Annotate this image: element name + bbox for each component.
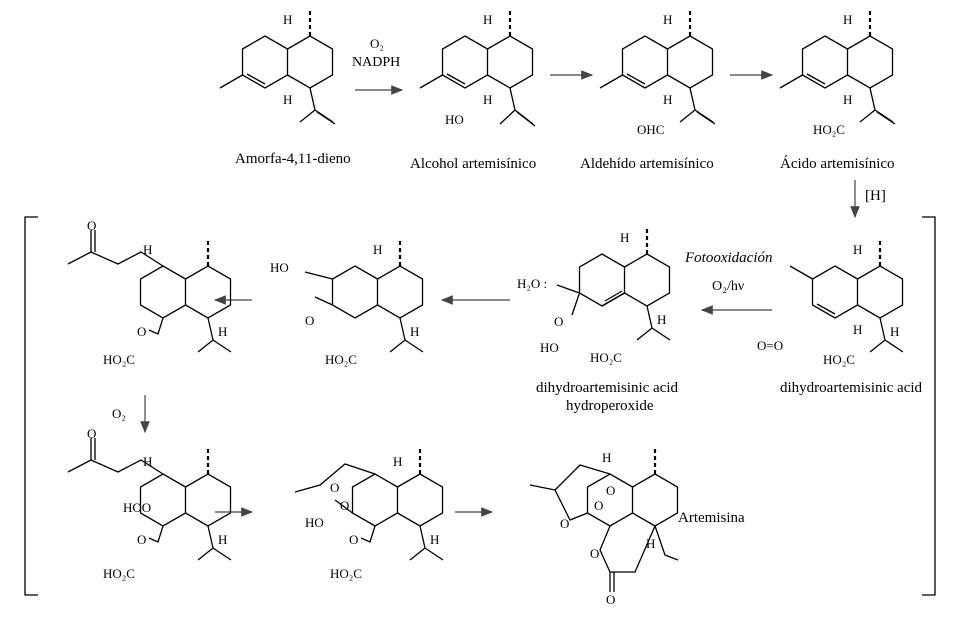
h-label: H bbox=[283, 92, 292, 107]
singlet-oxygen-label: O=O bbox=[757, 338, 783, 353]
h-label: H bbox=[646, 536, 655, 551]
reagent-o2-light: O₂/hν bbox=[712, 279, 744, 294]
ketone-oxygen-label: O bbox=[87, 426, 96, 441]
left-bracket bbox=[24, 216, 38, 596]
amorfadiene-structure: H H bbox=[219, 8, 336, 125]
h-label: H bbox=[430, 532, 439, 547]
compound-name-artemisinic-aldehyde: Aldehído artemisínico bbox=[580, 156, 714, 172]
peroxide-oxygen-label: O bbox=[330, 480, 339, 495]
h-label: H bbox=[393, 454, 402, 469]
artemisinic-acid-structure: H H HO₂C bbox=[779, 8, 896, 137]
enol-ether-intermediate-structure: H H HO O HO₂C bbox=[270, 238, 424, 367]
compound-name-artemisinic-acid: Ácido artemisínico bbox=[780, 155, 895, 172]
reagent-reduction: [H] bbox=[865, 188, 886, 204]
aldehyde-oxygen-label: O bbox=[349, 532, 358, 547]
h-label: H bbox=[843, 92, 852, 107]
h-label: H bbox=[143, 242, 152, 257]
h-label: H bbox=[620, 230, 629, 245]
h-label: H bbox=[283, 12, 292, 27]
ether-oxygen-label: O bbox=[560, 516, 569, 531]
keto-aldehyde-acid-structure: O O H H HO₂C bbox=[67, 218, 232, 367]
acid-label: HO₂C bbox=[103, 566, 135, 581]
acid-label: HO₂C bbox=[103, 352, 135, 367]
peroxide-oxygen-label: O bbox=[594, 498, 603, 513]
h-label: H bbox=[483, 12, 492, 27]
compound-name-amorfadiene: Amorfa-4,11-dieno bbox=[235, 151, 351, 167]
acid-label: HO₂C bbox=[813, 122, 845, 137]
hydroxyl-label: HO bbox=[270, 260, 289, 275]
compound-name-artemisinic-alcohol: Alcohol artemisínico bbox=[410, 156, 536, 172]
reagent-nadph: NADPH bbox=[352, 55, 400, 70]
h-label: H bbox=[657, 312, 666, 327]
h-label: H bbox=[218, 532, 227, 547]
h-label: H bbox=[663, 12, 672, 27]
aldehyde-oxygen-label: O bbox=[137, 324, 146, 339]
compound-name-hydroperoxide-line1: dihydroartemisinic acid bbox=[536, 380, 679, 396]
hydroxyl-label: HO bbox=[305, 515, 324, 530]
ketone-oxygen-label: O bbox=[87, 218, 96, 233]
compound-name-dihydroartemisinic-acid: dihydroartemisinic acid bbox=[780, 380, 923, 396]
h-label: H bbox=[483, 92, 492, 107]
artemisinic-alcohol-structure: H H HO bbox=[419, 8, 536, 127]
h-label: H bbox=[843, 12, 852, 27]
compound-name-hydroperoxide-line2: hydroperoxide bbox=[566, 398, 654, 414]
hydroxyl-label: HO bbox=[445, 112, 464, 127]
oxygen-label: O bbox=[554, 314, 563, 329]
h-label: H bbox=[853, 242, 862, 257]
compound-name-artemisinin: Artemisina bbox=[678, 510, 745, 526]
oxygen-label: O bbox=[305, 313, 314, 328]
hydroxyl-label: HO bbox=[540, 340, 559, 355]
hydroperoxy-label: HOO bbox=[123, 500, 151, 515]
aldehyde-label: OHC bbox=[637, 122, 664, 137]
peroxide-oxygen-label: O bbox=[340, 498, 349, 513]
acid-label: HO₂C bbox=[590, 350, 622, 365]
h-label: H bbox=[890, 324, 899, 339]
hydroperoxide-structure: H H HO₂C H₂O : O HO bbox=[517, 226, 671, 365]
h-label: H bbox=[602, 450, 611, 465]
reagent-o2: O₂ bbox=[112, 406, 126, 421]
acid-label: HO₂C bbox=[330, 566, 362, 581]
acid-label: HO₂C bbox=[823, 352, 855, 367]
reagent-o2: O₂ bbox=[370, 36, 384, 51]
h-label: H bbox=[143, 454, 152, 469]
h-label: H bbox=[410, 324, 419, 339]
photooxidation-label: Fotooxidación bbox=[684, 250, 772, 266]
right-bracket bbox=[922, 216, 936, 596]
lactone-oxygen-label: O bbox=[590, 546, 599, 561]
cyclic-peroxide-intermediate-structure: O O HO O H H HO₂C bbox=[294, 446, 444, 581]
dihydroartemisinic-acid-structure: H H H HO₂C O=O bbox=[757, 238, 904, 367]
h-label: H bbox=[218, 324, 227, 339]
hydroperoxy-intermediate-structure: O HOO O H H HO₂C bbox=[67, 426, 232, 581]
aldehyde-oxygen-label: O bbox=[137, 532, 146, 547]
h-label: H bbox=[853, 322, 862, 337]
artemisinin-structure: O O O O O H H bbox=[529, 446, 679, 607]
carbonyl-oxygen-label: O bbox=[606, 592, 615, 607]
peroxide-oxygen-label: O bbox=[606, 483, 615, 498]
water-label: H₂O : bbox=[517, 276, 547, 291]
artemisinic-aldehyde-structure: H H OHC bbox=[599, 8, 716, 137]
acid-label: HO₂C bbox=[325, 352, 357, 367]
h-label: H bbox=[373, 242, 382, 257]
h-label: H bbox=[663, 92, 672, 107]
